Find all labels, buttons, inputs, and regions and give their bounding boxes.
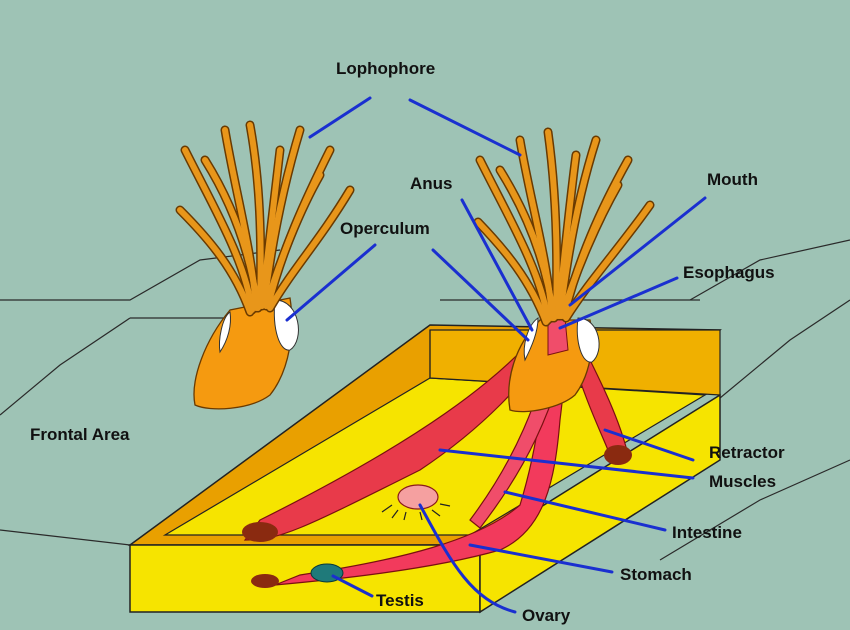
label-stomach: Stomach bbox=[620, 565, 692, 584]
lophophore-right bbox=[473, 127, 655, 327]
leader-esophagus bbox=[558, 276, 679, 330]
leader-mouth bbox=[568, 196, 707, 307]
labels: Lophophore Anus Mouth Operculum Esophagu… bbox=[30, 59, 785, 625]
label-testis: Testis bbox=[376, 591, 424, 610]
label-mouth: Mouth bbox=[707, 170, 758, 189]
leader-retractor-1 bbox=[603, 428, 695, 462]
leader-anus bbox=[460, 198, 534, 332]
label-intestine: Intestine bbox=[672, 523, 742, 542]
label-frontal-area: Frontal Area bbox=[30, 425, 130, 444]
leader-intestine bbox=[503, 490, 667, 532]
leader-operculum-left bbox=[285, 243, 377, 322]
leader-ovary bbox=[418, 503, 517, 614]
retractor-muscle-left bbox=[243, 324, 556, 541]
label-muscles: Muscles bbox=[709, 472, 776, 491]
label-anus: Anus bbox=[410, 174, 453, 193]
label-ovary: Ovary bbox=[522, 606, 571, 625]
label-retractor: Retractor bbox=[709, 443, 785, 462]
leader-lophophore-right bbox=[408, 98, 522, 157]
leader-lophophore-left bbox=[308, 96, 372, 139]
ovary bbox=[381, 484, 451, 521]
leader-testis bbox=[331, 574, 374, 598]
leader-retractor-2 bbox=[438, 448, 695, 480]
leader-stomach bbox=[468, 543, 614, 574]
zooid-left bbox=[175, 120, 355, 410]
leader-operculum-right bbox=[431, 248, 530, 342]
label-operculum: Operculum bbox=[340, 219, 430, 238]
label-lophophore: Lophophore bbox=[336, 59, 435, 78]
leader-lines bbox=[285, 96, 707, 614]
label-esophagus: Esophagus bbox=[683, 263, 775, 282]
zooid-right bbox=[473, 127, 655, 413]
lophophore-left bbox=[175, 120, 355, 317]
